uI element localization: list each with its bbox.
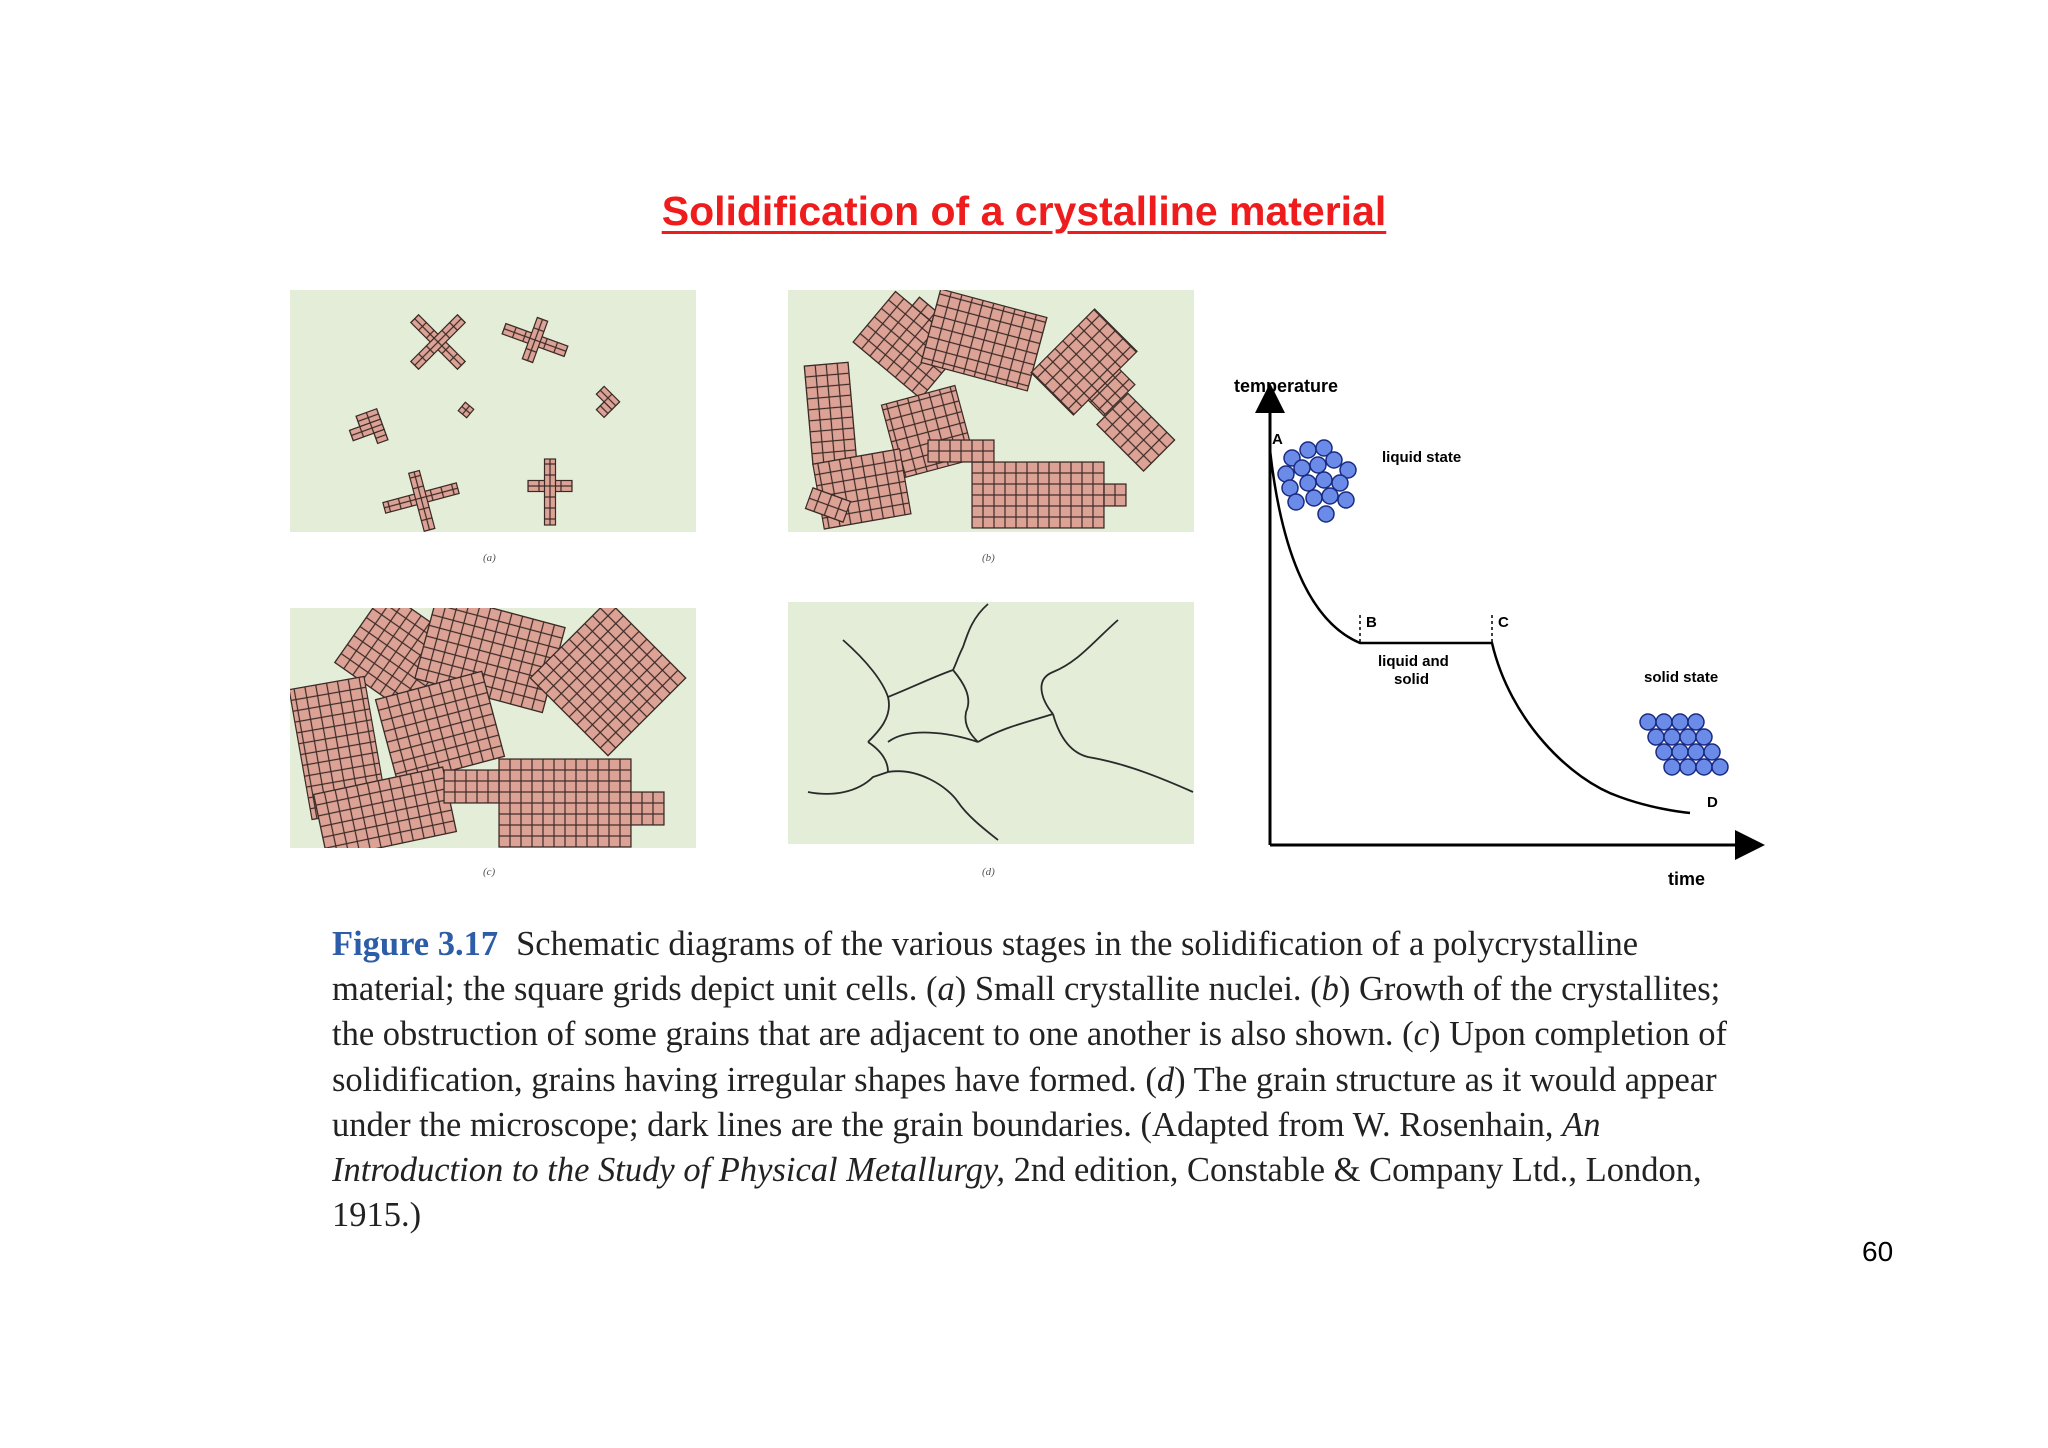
y-axis-label: temperature xyxy=(1234,376,1338,396)
caption-part1: Schematic diagrams of the various stages… xyxy=(332,925,1639,1009)
panel-b-label: (b) xyxy=(982,552,995,564)
panel-b-growth xyxy=(788,290,1194,532)
point-d-label: D xyxy=(1707,794,1718,811)
caption-part2: ) Small crystallite nuclei. ( xyxy=(954,970,1322,1009)
mixed-state-label-line2: solid xyxy=(1394,671,1429,688)
point-b-label: B xyxy=(1366,614,1377,631)
caption-part4: ) Upon completion of solidification, gra… xyxy=(332,1015,1727,1099)
liquid-atoms xyxy=(1277,439,1357,523)
caption-part3: ) Growth of the crystallites; the obstru… xyxy=(332,970,1721,1054)
cooling-curve xyxy=(1268,449,1691,815)
solid-state-label: solid state xyxy=(1644,669,1718,686)
panel-c-label: (c) xyxy=(483,866,496,878)
point-c-label: C xyxy=(1498,614,1509,631)
caption-c: c xyxy=(1413,1015,1429,1054)
panel-a-nuclei xyxy=(290,290,696,532)
panel-c-solidified xyxy=(290,608,696,848)
caption-part6: 2nd edition, Constable & Company Ltd., L… xyxy=(332,1151,1702,1235)
mixed-state-label-line1: liquid and xyxy=(1378,653,1449,670)
panel-a-label: (a) xyxy=(483,552,496,564)
panel-d-label: (d) xyxy=(982,866,995,878)
caption-book-title: An Introduction to the Study of Physical… xyxy=(332,1105,1601,1190)
panel-d-grain-boundaries xyxy=(788,602,1194,844)
x-axis-label: time xyxy=(1668,869,1705,889)
solid-atoms xyxy=(1639,713,1729,776)
figure-label: Figure 3.17 xyxy=(332,925,499,963)
cooling-curve-graph: temperature time A B C D liquid state li… xyxy=(1234,376,1765,889)
caption-b: b xyxy=(1321,970,1339,1009)
page-number: 60 xyxy=(1862,1236,1894,1267)
caption-a: a xyxy=(937,970,955,1009)
point-a-label: A xyxy=(1272,431,1283,448)
caption-part5: ) The grain structure as it would appear… xyxy=(332,1060,1717,1144)
caption-d: d xyxy=(1156,1060,1175,1099)
slide-title: Solidification of a crystalline material xyxy=(661,188,1387,234)
liquid-state-label: liquid state xyxy=(1382,449,1461,466)
